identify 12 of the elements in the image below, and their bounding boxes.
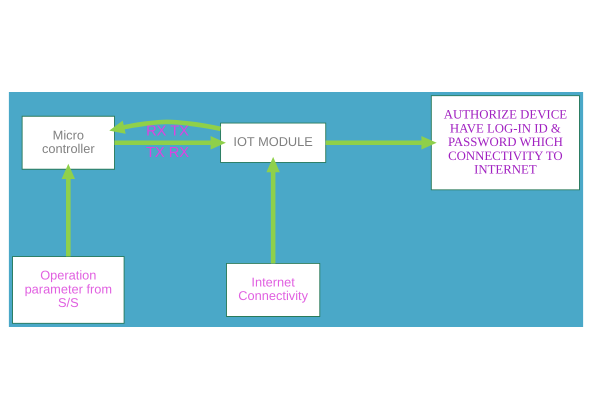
arrow: [109, 120, 221, 134]
node-box: AUTHORIZE DEVICE HAVE LOG-IN ID & PASSWORD WHICH CONNECTIVITY TO INTERNET: [430, 95, 580, 190]
arrow: [114, 136, 226, 150]
arrow: [62, 164, 75, 256]
edge-label: TX RX: [146, 145, 190, 162]
edge-label: RX TX: [146, 123, 189, 140]
arrow: [326, 136, 437, 150]
node-box: IOT MODULE: [220, 122, 326, 163]
node-box: Operation parameter from S/S: [12, 256, 125, 324]
node-box: Micro controller: [22, 116, 115, 170]
arrow: [266, 156, 280, 264]
node-box: Internet Connectivity: [226, 263, 320, 317]
